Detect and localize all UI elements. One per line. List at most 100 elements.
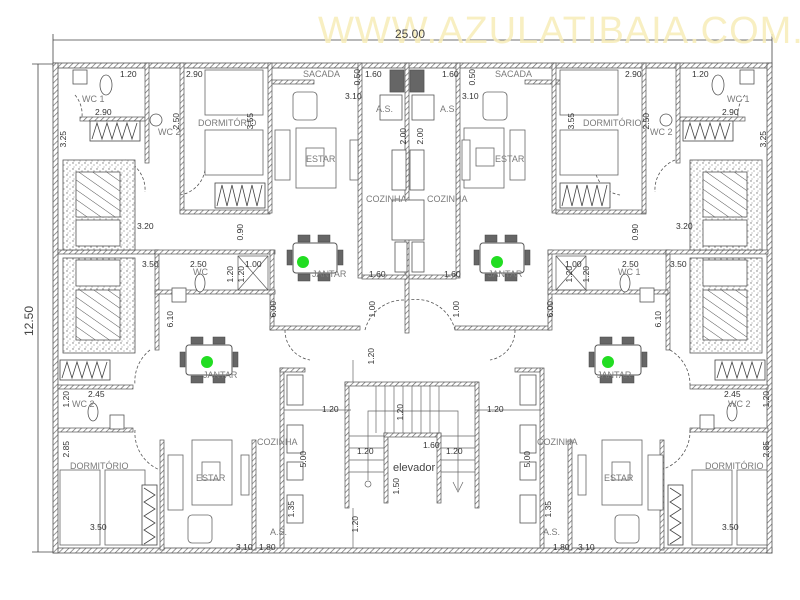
dim-120-mid-right-a: 1.20 (564, 265, 575, 283)
dim-355-top-left: 3.55 (245, 112, 256, 130)
dim-350-mid-right: 3.50 (670, 259, 687, 269)
dim-120-wc2-right: 1.20 (761, 390, 772, 408)
room-label-jantar-top-left: JANTAR (312, 269, 347, 279)
dim-350-mid-left: 3.50 (142, 259, 159, 269)
wardrobes (59, 120, 766, 546)
dim-180-bottom-left: 1.80 (259, 542, 276, 552)
bathroom-fixtures (72, 69, 755, 430)
door-swings (74, 94, 746, 471)
dim-320-left: 3.20 (137, 221, 154, 231)
dim-310-bottom-right: 3.10 (578, 542, 595, 552)
dim-350-bottom-left: 3.50 (90, 522, 107, 532)
dim-120-stair-left: 1.20 (357, 446, 374, 456)
dim-120-corridor-right: 1.20 (487, 404, 504, 414)
dim-120-top-right: 1.20 (692, 69, 709, 79)
stair-treads (284, 360, 540, 548)
dim-050-top-right: 0.50 (467, 68, 478, 86)
dim-100-mid-right: 1.00 (565, 259, 582, 269)
dim-200-left: 2.00 (398, 127, 409, 145)
room-label-estar-bottom-right: ESTAR (604, 473, 634, 483)
dim-100-door-left: 1.00 (367, 300, 378, 318)
dim-120-wc2-left: 1.20 (61, 390, 72, 408)
dim-500-right: 5.00 (522, 450, 533, 468)
room-label-jantar-bottom-right: JANTAR (597, 370, 632, 380)
kitchen-fixtures (286, 69, 537, 524)
dim-120-corridor-left: 1.20 (322, 404, 339, 414)
green-plants (201, 256, 614, 368)
dim-250-top-right: 2.50 (641, 112, 652, 130)
room-label-wc-mid-left: WC (193, 267, 208, 277)
dim-310-bottom-left: 3.10 (236, 542, 253, 552)
dim-160-elevator: 1.60 (423, 440, 440, 450)
room-label-as-bottom-right: A.S. (543, 527, 561, 537)
dim-120-top-left: 1.20 (120, 69, 137, 79)
watermark-text: WWW.AZULATIBAIA.COM.BR (318, 10, 800, 52)
room-label-cozinha-top-right: COZINHA (427, 194, 468, 204)
room-label-as-top-right: A.S. (440, 104, 458, 114)
dim-160-top-left: 1.60 (365, 69, 382, 79)
dim-350-bottom-right: 3.50 (722, 522, 739, 532)
dim-200-right: 2.00 (415, 127, 426, 145)
dim-120-stair-top: 1.20 (366, 347, 377, 365)
room-label-wc2-top-right: WC 2 (650, 127, 673, 137)
room-label-wc2-top-left: WC 2 (158, 127, 181, 137)
room-label-dormitorio-top-left: DORMITÓRIO (198, 118, 257, 128)
room-label-estar-top-left: ESTAR (306, 154, 336, 164)
living-furniture (167, 91, 664, 544)
dim-610-left: 6.10 (165, 310, 176, 328)
room-label-wc2-bottom-right: WC 2 (728, 399, 751, 409)
dim-500-left: 5.00 (298, 450, 309, 468)
dim-120-stair-bottom: 1.20 (350, 515, 361, 533)
room-label-sacada-left: SACADA (303, 69, 341, 79)
room-label-elevador: elevador (393, 462, 436, 474)
dim-290-top-right: 2.90 (625, 69, 642, 79)
dim-160-mid-left: 1.60 (369, 269, 386, 279)
dim-090-left: 0.90 (235, 223, 246, 241)
overall-width-dimension: 25.00 (395, 27, 426, 41)
dim-120-mid-right-b: 1.20 (581, 265, 592, 283)
room-label-jantar-bottom-left: JANTAR (203, 370, 238, 380)
interior-walls (57, 62, 769, 551)
dim-245-left: 2.45 (88, 389, 105, 399)
dim-135-left: 1.35 (286, 500, 297, 518)
dim-610-right: 6.10 (653, 310, 664, 328)
room-label-jantar-top-right: JANTAR (488, 269, 523, 279)
room-label-wc1-top-left: WC 1 (82, 94, 105, 104)
room-label-as-top-left: A.S. (376, 104, 394, 114)
dim-600-right: 6.00 (545, 300, 556, 318)
room-label-wc2-bottom-left: WC 2 (72, 399, 95, 409)
dim-100-mid-left: 1.00 (245, 259, 262, 269)
planters (62, 159, 763, 354)
dim-310-top-right: 3.10 (462, 91, 479, 101)
room-label-wc1-mid-right: WC 1 (618, 267, 641, 277)
dim-250-top-left: 2.50 (171, 112, 182, 130)
dim-160-top-right: 1.60 (442, 69, 459, 79)
room-label-as-bottom-left: A.S. (270, 527, 288, 537)
dim-135-right: 1.35 (543, 500, 554, 518)
room-label-sacada-right: SACADA (495, 69, 533, 79)
dim-320-right: 3.20 (676, 221, 693, 231)
dimension-lines (32, 34, 773, 553)
dim-310-top-left: 3.10 (345, 91, 362, 101)
room-label-wc1-top-right: WC 1 (727, 94, 750, 104)
room-label-estar-bottom-left: ESTAR (196, 473, 226, 483)
dim-050-top-left: 0.50 (352, 68, 363, 86)
overall-height-dimension: 12.50 (22, 305, 37, 337)
room-label-dormitorio-bottom-left: DORMITÓRIO (70, 461, 129, 471)
dim-355-top-right: 3.55 (566, 112, 577, 130)
room-label-dormitorio-bottom-right: DORMITÓRIO (705, 461, 764, 471)
dim-250-mid-left: 2.50 (190, 259, 207, 269)
dim-290-top-left: 2.90 (186, 69, 203, 79)
dim-325-right: 3.25 (758, 130, 769, 148)
dim-290-wc1-right: 2.90 (722, 107, 739, 117)
exterior-walls (52, 62, 773, 554)
dim-285-right: 2.85 (761, 440, 772, 458)
dim-180-bottom-right: 1.80 (553, 542, 570, 552)
beds (59, 69, 768, 546)
dim-120-mid-left-a: 1.20 (225, 265, 236, 283)
dim-150-elevator: 1.50 (391, 477, 402, 495)
dining-chairs (179, 234, 648, 384)
dim-325-left: 3.25 (58, 130, 69, 148)
dim-250-mid-right: 2.50 (622, 259, 639, 269)
